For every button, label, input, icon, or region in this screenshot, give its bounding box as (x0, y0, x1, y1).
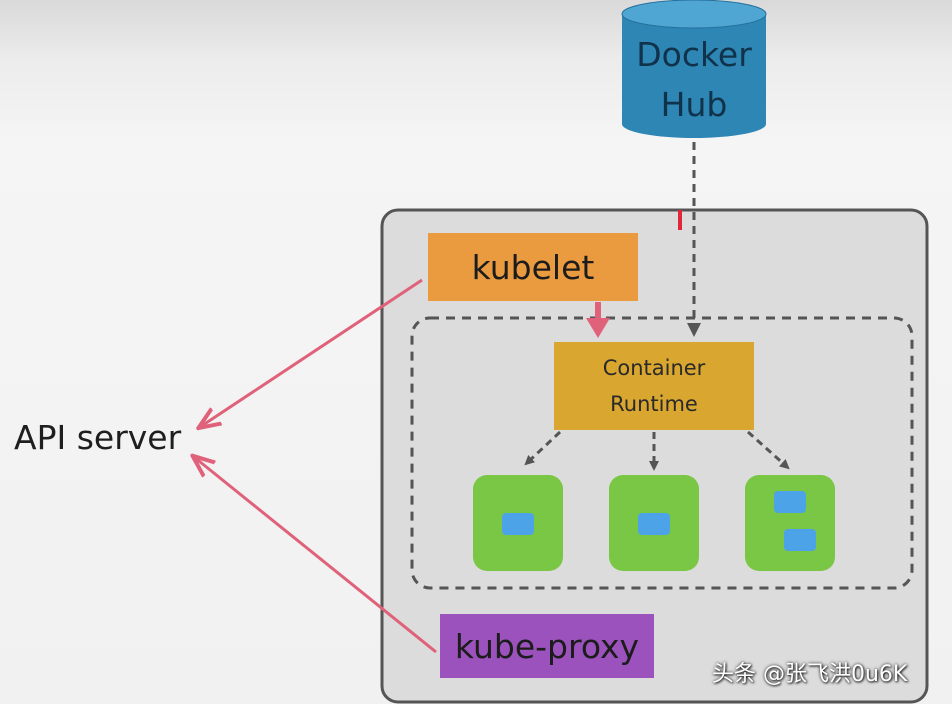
pod-1 (473, 475, 563, 571)
kubelet-box: kubelet (428, 233, 638, 301)
api-server-label: API server (14, 418, 182, 457)
pod-2 (609, 475, 699, 571)
container-runtime-box: Container Runtime (554, 342, 754, 430)
kube-proxy-label: kube-proxy (454, 626, 640, 666)
watermark: 头条 @张飞洪0u6K (712, 662, 908, 687)
pod-region-dashed (410, 316, 914, 590)
runtime-pod-3-arrow (746, 430, 790, 470)
pod-3-container-a (774, 491, 806, 513)
pod-3 (745, 475, 835, 571)
pod-3-container-b (784, 529, 816, 551)
kubelet-runtime-arrowhead (586, 318, 610, 338)
kubelet-api-arrow (200, 278, 423, 427)
docker-hub-cylinder (621, 0, 767, 138)
kube-proxy-box: kube-proxy (440, 614, 654, 678)
pod-1-container (502, 513, 534, 535)
kubelet-label: kubelet (471, 247, 595, 287)
container-runtime-label: Container Runtime (602, 356, 706, 416)
pod-2-container (638, 513, 670, 535)
runtime-pod-1-arrow (524, 430, 562, 466)
docker-hub-label: Docker Hub (636, 35, 752, 124)
kube-proxy-api-arrow (194, 457, 437, 654)
